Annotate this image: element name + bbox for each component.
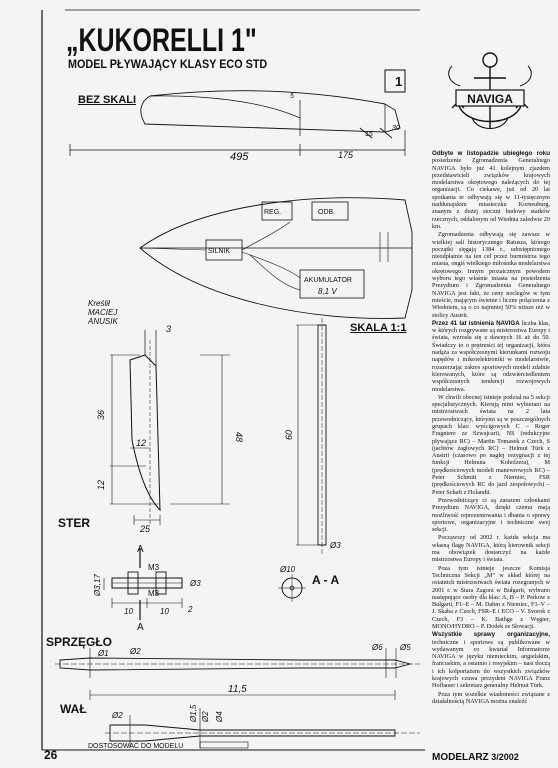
reg-label: REG. xyxy=(264,209,281,216)
dim-60: 60 xyxy=(284,430,294,440)
dim-12b: 12 xyxy=(136,438,146,448)
dim-115: 11,5 xyxy=(228,684,247,695)
reg-box xyxy=(261,201,293,221)
dim-phi2-b: Ø2 xyxy=(111,711,123,720)
article-paragraph: Zgromadzenia odbywają się zawsze w wielk… xyxy=(432,231,550,319)
dim-175: 175 xyxy=(338,150,354,160)
technical-drawing: 1 495 175 15 30 5 REG. ODB. SILNIK AKUMU… xyxy=(41,9,425,751)
box-number: 1 xyxy=(395,74,402,89)
label-ster: STER xyxy=(58,516,91,530)
shaft-detail xyxy=(109,724,396,742)
dim-phi4: Ø4 xyxy=(215,711,224,723)
article-paragraph: Wszystkie sprawy organizacyjne, technicz… xyxy=(432,631,550,690)
section-a-a: A - A xyxy=(312,573,339,587)
dim-phi3-coupling: Ø3 xyxy=(189,579,201,588)
dim-2: 2 xyxy=(187,605,193,614)
section-a-top: A xyxy=(137,544,144,555)
dim-495: 495 xyxy=(230,151,249,163)
dim-phi15: Ø1,5 xyxy=(189,704,198,723)
naviga-logo: NAVIGA xyxy=(448,52,532,129)
hull-side-view xyxy=(140,90,401,133)
number-box xyxy=(384,69,406,93)
hull-top-view xyxy=(139,197,413,319)
dim-phi1: Ø1 xyxy=(97,649,109,658)
voltage-label: 8,1 V xyxy=(318,287,337,296)
label-sprzeglo: SPRZĘGŁO xyxy=(46,635,113,649)
rudder-shaft xyxy=(317,324,327,546)
dim-phi6: Ø6 xyxy=(371,643,383,652)
dim-m3-bottom: M3 xyxy=(148,589,160,598)
dim-36: 36 xyxy=(96,410,106,420)
dim-3: 3 xyxy=(166,324,171,334)
dim-5: 5 xyxy=(290,93,294,100)
naviga-logo-text: NAVIGA xyxy=(467,92,513,106)
dim-phi317: Ø3,17 xyxy=(93,574,102,597)
dim-10a: 10 xyxy=(124,607,133,616)
silnik-label: SILNIK xyxy=(208,248,231,255)
dim-12a: 12 xyxy=(96,480,106,490)
dim-phi10: Ø10 xyxy=(279,565,296,574)
akumulator-box xyxy=(299,269,365,299)
odb-label: ODB. xyxy=(318,209,335,216)
dim-phi2-c: Ø2 xyxy=(201,711,210,723)
magazine-footer: MODELARZ 3/2002 xyxy=(432,752,519,763)
article-paragraph: W chwili obecnej istnieje podział na 5 s… xyxy=(432,393,550,496)
dim-25: 25 xyxy=(139,524,151,534)
label-bez-skali: BEZ SKALI xyxy=(78,94,137,106)
dim-15: 15 xyxy=(365,131,373,138)
dim-10b: 10 xyxy=(160,607,169,616)
dostosowac-label: DOSTOSOWAĆ DO MODELU xyxy=(88,741,183,750)
prop-shaft xyxy=(59,657,412,671)
article-paragraph: Poza tym wszelkie wiadomości związane z … xyxy=(432,690,550,705)
label-skala: SKALA 1:1 xyxy=(350,322,407,334)
section-a-bottom: A xyxy=(137,622,144,633)
dim-48: 48 xyxy=(234,432,244,442)
label-wal: WAŁ xyxy=(60,702,87,716)
dim-phi3-ster: Ø3 xyxy=(329,541,341,550)
dim-m3-top: M3 xyxy=(148,563,160,572)
author-credit: Kreślił MACIEJ ANUSIK xyxy=(88,299,118,326)
page-title: „KUKORELLI 1" xyxy=(66,22,257,58)
page-number: 26 xyxy=(44,748,58,762)
article-paragraph: Przez 41 lat istnienia NAVIGA liczba kla… xyxy=(432,319,550,393)
article-paragraph: Przewodniczący ci są zarazem członkami P… xyxy=(432,496,550,534)
page-subtitle: MODEL PŁYWAJĄCY KLASY ECO STD xyxy=(68,57,268,71)
odb-box xyxy=(311,201,349,221)
article-column: Odbyte w listopadzie ubiegłego roku posi… xyxy=(432,150,550,706)
article-paragraph: Począwszy od 2002 r. każda sekcja ma wła… xyxy=(432,534,550,564)
article-paragraph: Poza tym istnieje jeszcze Komisja Techni… xyxy=(432,564,550,630)
dim-30: 30 xyxy=(392,125,400,132)
dim-phi2: Ø2 xyxy=(129,647,141,656)
rudder-blade xyxy=(129,354,161,512)
dim-phi5: Ø5 xyxy=(399,643,411,652)
article-paragraph: Odbyte w listopadzie ubiegłego roku posi… xyxy=(432,150,550,230)
akumulator-label: AKUMULATOR xyxy=(304,277,352,284)
